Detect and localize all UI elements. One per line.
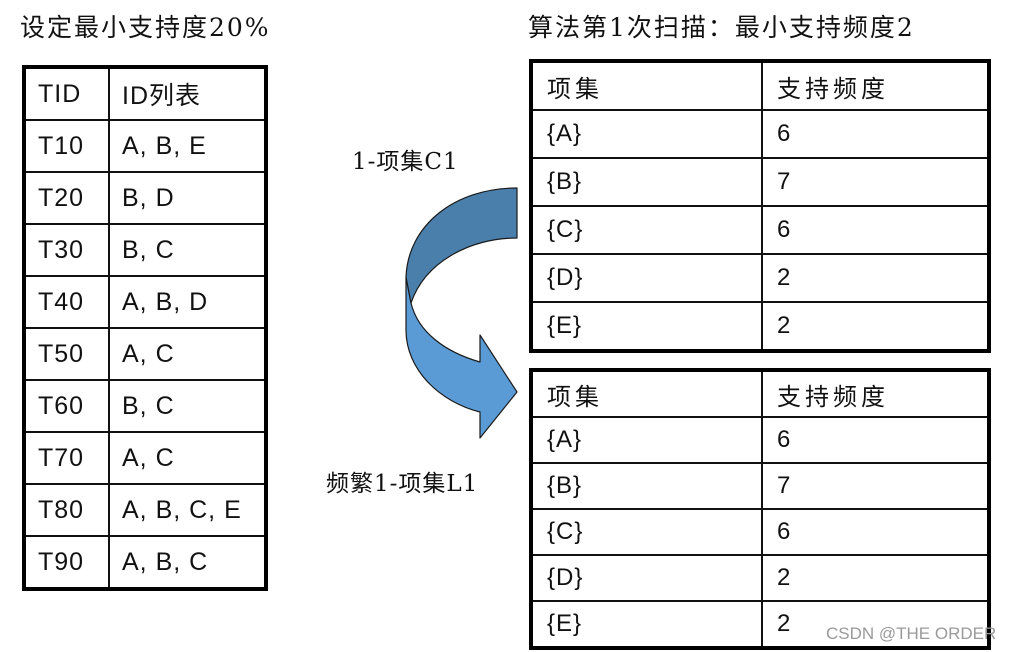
l1-label: 频繁1-项集L1 [326,471,479,497]
table-row: {B}7 [531,462,989,510]
tid-cell: T90 [24,535,110,589]
table-row: {B}7 [531,157,989,207]
items-cell: A, B, C, E [108,483,266,537]
support-cell: 2 [761,600,989,648]
candidate-c1-table: 项集 支持频度 {A}6 {B}7 {C}6 {D}2 {E}2 [529,59,991,353]
tid-cell: T10 [24,119,110,173]
table-header-row: 项集 支持频度 [531,61,989,111]
table-row: {C}6 [531,205,989,255]
tid-cell: T20 [24,171,110,225]
table-row: {A}6 [531,109,989,159]
items-cell: B, D [108,171,266,225]
first-scan-title: 算法第1次扫描：最小支持频度2 [528,13,915,42]
itemset-cell: {B} [531,462,763,510]
arrow-upper-band [405,187,518,304]
header-itemset: 项集 [531,370,763,418]
support-cell: 6 [761,109,989,159]
header-id-list: ID列表 [108,67,266,121]
watermark: CSDN @THE ORDER [826,624,997,643]
itemset-cell: {A} [531,109,763,159]
support-cell: 7 [761,157,989,207]
itemset-cell: {D} [531,253,763,303]
items-cell: A, C [108,327,266,381]
support-cell: 2 [761,554,989,602]
support-cell: 2 [761,253,989,303]
items-cell: B, C [108,223,266,277]
table-row: {E}2 [531,301,989,351]
table-header-row: 项集 支持频度 [531,370,989,418]
items-cell: A, B, E [108,119,266,173]
tid-cell: T50 [24,327,110,381]
header-support-count: 支持频度 [761,61,989,111]
c1-label: 1-项集C1 [352,149,459,175]
table-row: {E}2 [531,600,989,648]
header-support-count: 支持频度 [761,370,989,418]
items-cell: B, C [108,379,266,433]
arrow-lower-band [405,276,518,439]
tid-cell: T70 [24,431,110,485]
support-cell: 6 [761,205,989,255]
support-cell: 6 [761,508,989,556]
itemset-cell: {E} [531,600,763,648]
table-row: {D}2 [531,253,989,303]
tid-cell: T40 [24,275,110,329]
itemset-cell: {E} [531,301,763,351]
header-itemset: 项集 [531,61,763,111]
itemset-cell: {C} [531,205,763,255]
itemset-cell: {A} [531,416,763,464]
min-support-title: 设定最小支持度20% [20,13,271,42]
table-header-row: TID ID列表 [24,67,266,121]
header-tid: TID [24,67,110,121]
frequent-l1-table: 项集 支持频度 {A}6 {B}7 {C}6 {D}2 {E}2 [529,368,991,650]
support-cell: 2 [761,301,989,351]
support-cell: 6 [761,416,989,464]
items-cell: A, B, D [108,275,266,329]
support-cell: 7 [761,462,989,510]
tid-cell: T60 [24,379,110,433]
tid-cell: T30 [24,223,110,277]
itemset-cell: {C} [531,508,763,556]
table-row: {C}6 [531,508,989,556]
items-cell: A, B, C [108,535,266,589]
tid-cell: T80 [24,483,110,537]
items-cell: A, C [108,431,266,485]
itemset-cell: {B} [531,157,763,207]
table-row: {D}2 [531,554,989,602]
table-row: {A}6 [531,416,989,464]
itemset-cell: {D} [531,554,763,602]
